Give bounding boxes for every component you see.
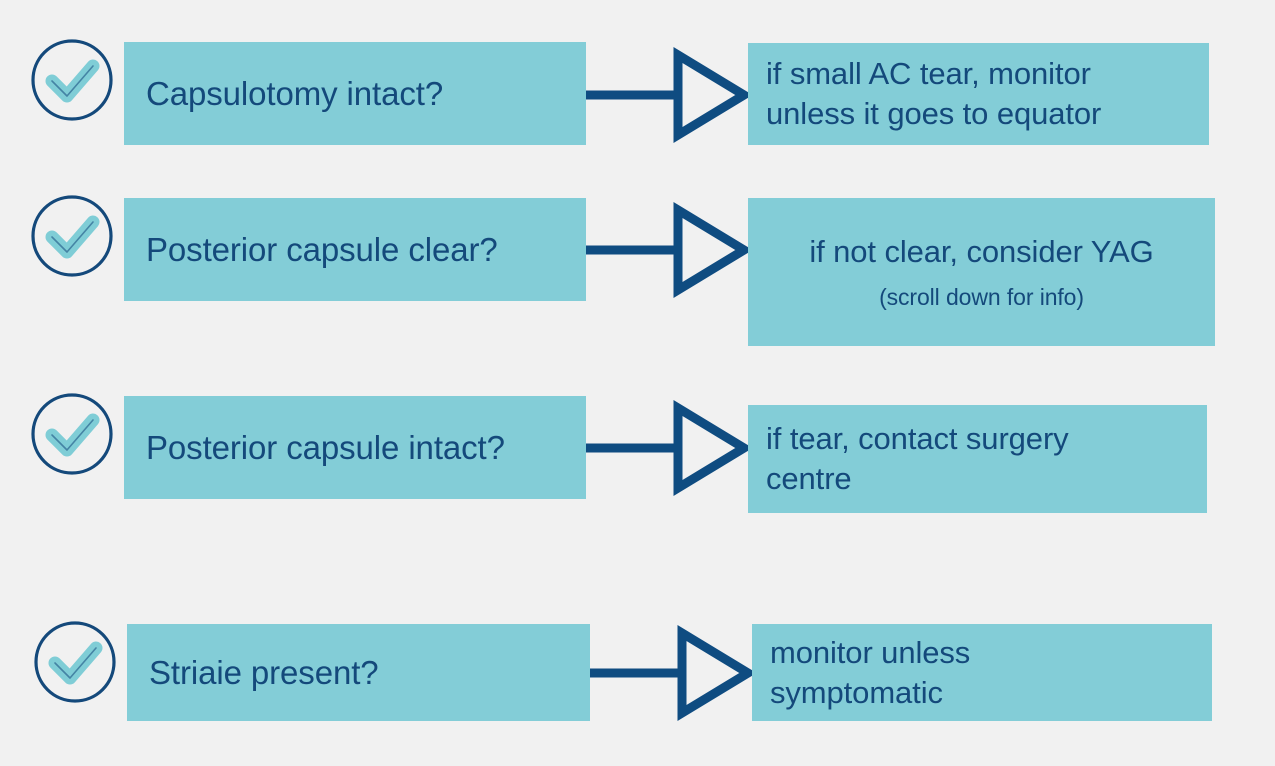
action-text-note: (scroll down for info) [879, 284, 1084, 310]
question-box-row-2[interactable]: Posterior capsule clear? [124, 198, 586, 301]
action-box-row-4[interactable]: monitor unless symptomatic [752, 624, 1212, 721]
action-box-row-2[interactable]: if not clear, consider YAG (scroll down … [748, 198, 1215, 346]
question-text: Capsulotomy intact? [146, 74, 444, 112]
arrow-right-triangle [586, 195, 753, 305]
action-text-line-2: centre [766, 461, 852, 496]
arrow-right-triangle [586, 393, 753, 503]
arrow-right-triangle [590, 618, 757, 728]
question-box-row-1[interactable]: Capsulotomy intact? [124, 42, 586, 145]
action-text-line-1: if small AC tear, monitor [766, 56, 1091, 91]
question-box-row-4[interactable]: Striaie present? [127, 624, 590, 721]
action-box-row-1[interactable]: if small AC tear, monitor unless it goes… [748, 43, 1209, 145]
check-circle-icon [28, 192, 116, 280]
question-text: Striaie present? [149, 653, 379, 691]
arrow-right-triangle [586, 40, 753, 150]
question-box-row-3[interactable]: Posterior capsule intact? [124, 396, 586, 499]
action-text-line-1: if tear, contact surgery [766, 421, 1069, 456]
question-text: Posterior capsule clear? [146, 230, 498, 268]
check-circle-icon [28, 36, 116, 124]
action-text-line-1: if not clear, consider YAG [809, 234, 1154, 269]
action-text-line-1: monitor unless [770, 634, 971, 670]
check-circle-icon [31, 618, 119, 706]
action-text-line-2: unless it goes to equator [766, 96, 1102, 131]
check-circle-icon [28, 390, 116, 478]
question-text: Posterior capsule intact? [146, 428, 505, 466]
action-box-row-3[interactable]: if tear, contact surgery centre [748, 405, 1207, 513]
action-text-line-2: symptomatic [770, 674, 943, 710]
